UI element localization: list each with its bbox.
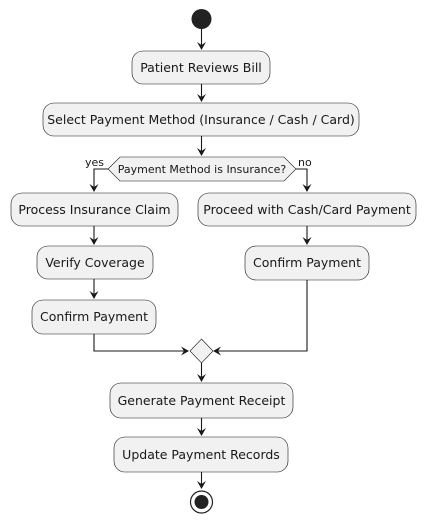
activity-label: Proceed with Cash/Card Payment (203, 202, 411, 217)
activity-generate-receipt: Generate Payment Receipt (109, 382, 294, 419)
edge-decision-no (296, 168, 308, 188)
activity-label: Generate Payment Receipt (118, 393, 286, 408)
activity-confirm-payment-insurance: Confirm Payment (31, 299, 157, 335)
activity-confirm-payment-cash-card: Confirm Payment (244, 245, 370, 281)
branch-label-no: no (298, 156, 312, 169)
end-node (189, 490, 214, 514)
activity-label: Confirm Payment (253, 255, 361, 270)
arrow-head (197, 374, 206, 382)
activity-label: Update Payment Records (122, 447, 280, 462)
arrow-head (197, 481, 206, 489)
activity-update-records: Update Payment Records (113, 436, 289, 473)
branch-label-yes: yes (85, 156, 104, 169)
activity-label: Process Insurance Claim (18, 202, 170, 217)
flow-edges (89, 29, 312, 489)
activity-label: Select Payment Method (Insurance / Cash … (47, 112, 355, 127)
activity-process-insurance-claim: Process Insurance Claim (10, 192, 179, 227)
activity-label: Confirm Payment (40, 309, 148, 324)
activity-label: Verify Coverage (45, 255, 145, 270)
arrow-head (89, 291, 99, 299)
arrow-head (302, 184, 312, 192)
edge-confirm-merge-no (218, 280, 308, 352)
merge-node (189, 338, 214, 364)
activity-review-bill: Patient Reviews Bill (131, 50, 271, 85)
arrow-head (197, 148, 206, 156)
arrow-head (302, 237, 312, 245)
arrow-head (89, 184, 99, 192)
decision-condition: Payment Method is Insurance? (118, 163, 287, 176)
arrow-head (197, 428, 206, 436)
arrow-head (197, 94, 206, 102)
edge-decision-yes (93, 168, 108, 188)
arrow-head (197, 42, 206, 50)
arrow-head (213, 346, 221, 356)
activity-select-payment-method: Select Payment Method (Insurance / Cash … (42, 102, 360, 137)
arrow-head (89, 237, 99, 245)
start-node (191, 9, 212, 29)
edge-confirm-merge-yes (93, 334, 184, 352)
decision-payment-method: Payment Method is Insurance? (107, 156, 297, 182)
activity-verify-coverage: Verify Coverage (36, 245, 154, 280)
activity-proceed-cash-card: Proceed with Cash/Card Payment (197, 192, 417, 227)
arrow-head (181, 346, 189, 356)
activity-label: Patient Reviews Bill (140, 60, 262, 75)
